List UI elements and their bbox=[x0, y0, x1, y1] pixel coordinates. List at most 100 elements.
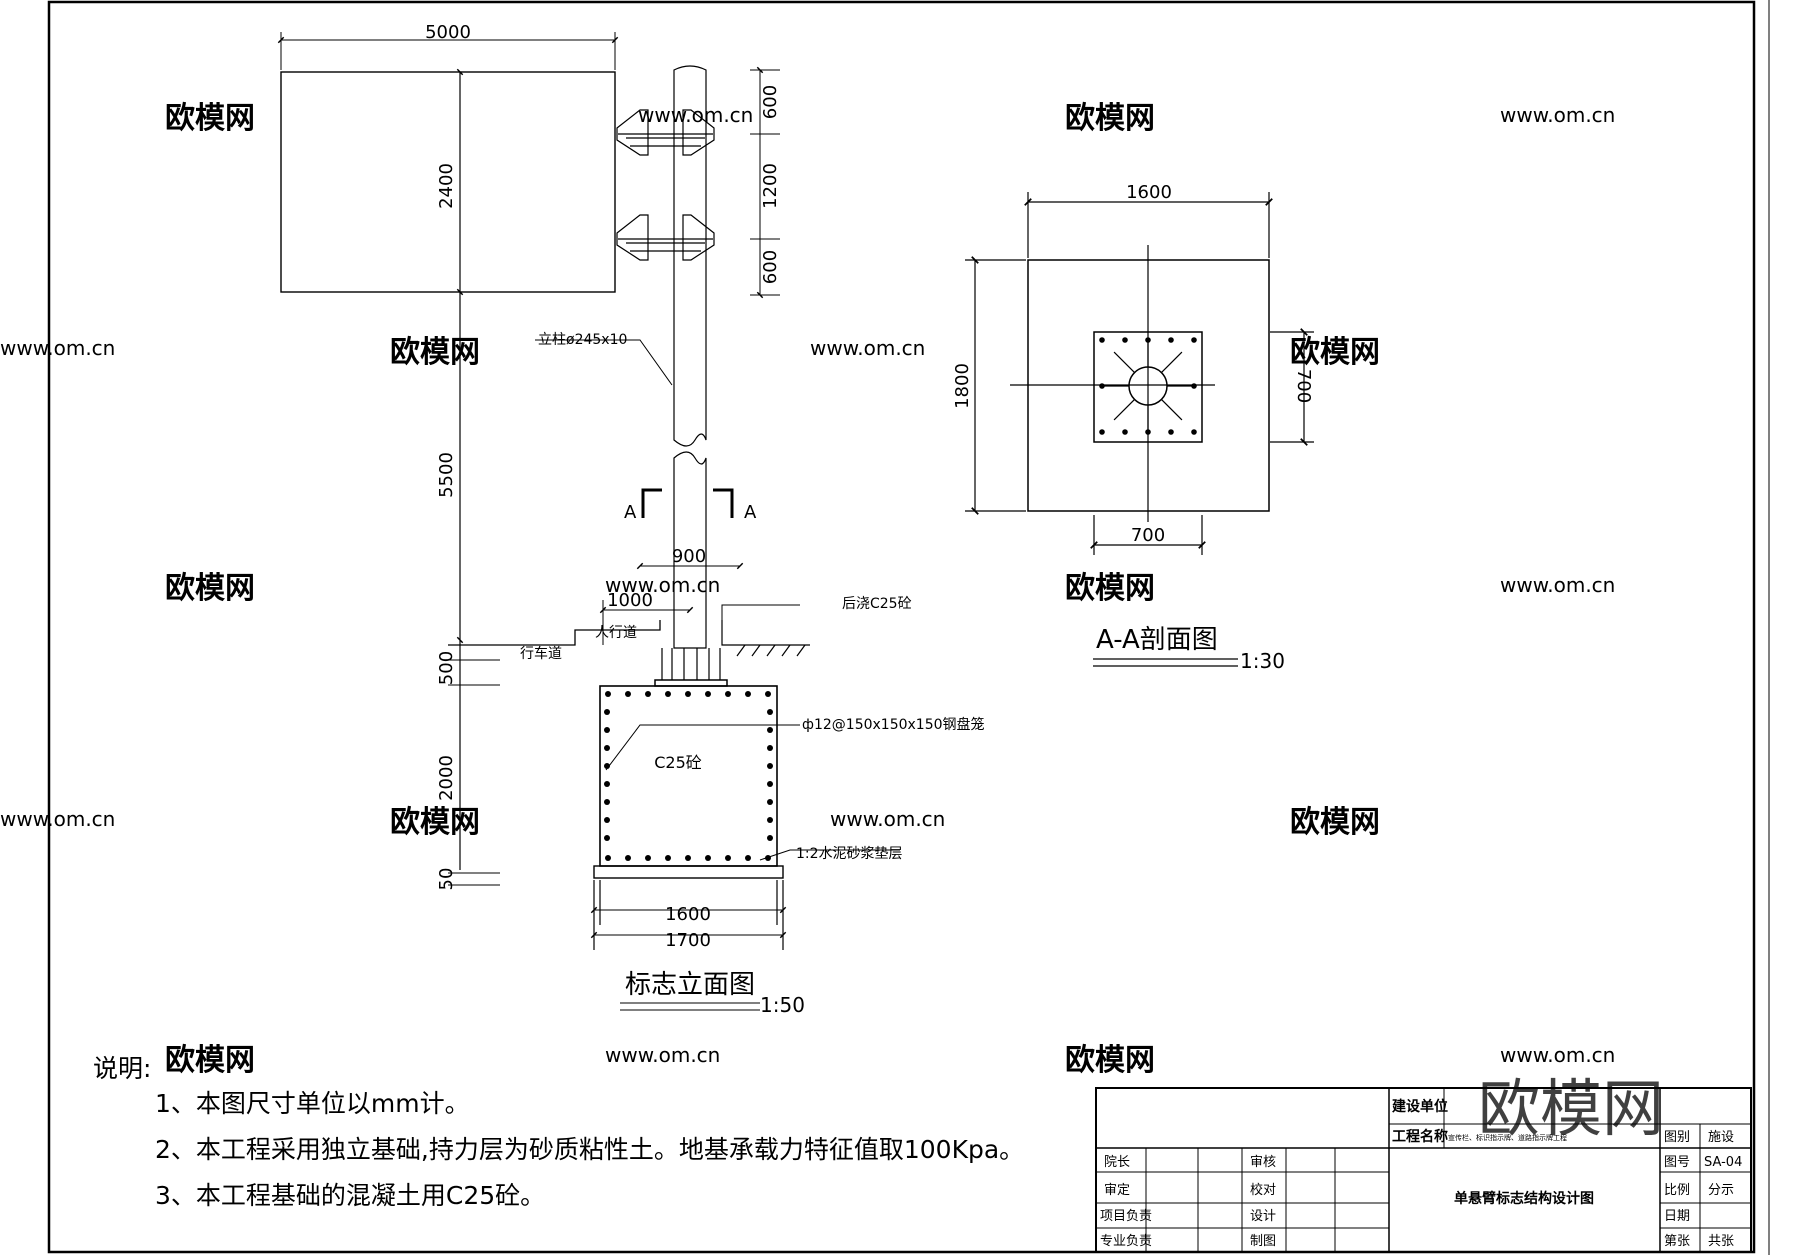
tb-project-label: 工程名称 bbox=[1392, 1128, 1448, 1145]
rebar-dot bbox=[604, 799, 610, 805]
wm-url: www.om.cn bbox=[1500, 573, 1615, 597]
tb-role-3a: 项目负责 bbox=[1100, 1209, 1152, 1224]
tb-role-1b: 审核 bbox=[1250, 1155, 1276, 1170]
anchor-bolt bbox=[1145, 429, 1151, 435]
section-scale: 1:30 bbox=[1240, 649, 1285, 673]
rebar-dot bbox=[604, 835, 610, 841]
tb-role-1a: 院长 bbox=[1104, 1155, 1130, 1170]
rebar-dot bbox=[645, 855, 651, 861]
ground-line-right bbox=[721, 620, 810, 646]
wm-url: www.om.cn bbox=[1500, 1043, 1615, 1067]
stiffener-rib bbox=[1161, 399, 1183, 421]
notes: 说明: 1、本图尺寸单位以mm计。 2、本工程采用独立基础,持力层为砂质粘性土。… bbox=[93, 1054, 1024, 1210]
wm-url: www.om.cn bbox=[638, 103, 753, 127]
section-stiffeners bbox=[1100, 338, 1196, 434]
dim-found-depth: 2000 bbox=[436, 755, 457, 801]
rebar-dot bbox=[705, 855, 711, 861]
rebar-dot bbox=[625, 855, 631, 861]
rebar-dot bbox=[665, 691, 671, 697]
label-roadway: 行车道 bbox=[520, 645, 562, 662]
hatch-5 bbox=[796, 644, 806, 657]
sheet-border bbox=[47, 0, 1756, 1254]
tb-total-label: 共张 bbox=[1708, 1234, 1734, 1249]
note-3: 3、本工程基础的混凝土用C25砼。 bbox=[155, 1181, 545, 1210]
tb-client-label: 建设单位 bbox=[1392, 1098, 1448, 1115]
tb-role-2a: 审定 bbox=[1104, 1183, 1130, 1198]
stiffener-rib bbox=[1113, 351, 1135, 373]
elevation-scale: 1:50 bbox=[760, 993, 805, 1017]
rebar-dot bbox=[767, 817, 773, 823]
anchor-bolt bbox=[1168, 429, 1174, 435]
tb-project-value: 宣传栏、标识指示牌、道路指示牌工程 bbox=[1448, 1133, 1567, 1142]
stiffener-rib bbox=[1113, 399, 1135, 421]
wm-brand: 欧模网 bbox=[1290, 805, 1380, 840]
rebar-dot bbox=[767, 709, 773, 715]
upper-bracket bbox=[616, 109, 715, 156]
rebar-dot bbox=[604, 781, 610, 787]
rebar-dots bbox=[604, 691, 773, 861]
label-column: 立柱ø245x10 bbox=[538, 332, 627, 348]
wm-brand: 欧模网 bbox=[165, 1043, 255, 1078]
elevation-dimensions bbox=[277, 32, 900, 1011]
watermarks: 欧模网 欧模网 欧模网 欧模网 欧模网 欧模网 欧模网 欧模网 欧模网 欧模网 … bbox=[0, 101, 1664, 1145]
rebar-dot bbox=[625, 691, 631, 697]
label-sidewalk: 人行道 bbox=[595, 625, 637, 641]
rebar-dot bbox=[604, 709, 610, 715]
tb-stage-value: 施设 bbox=[1708, 1130, 1734, 1145]
notes-heading: 说明: bbox=[93, 1054, 151, 1083]
rebar-dot bbox=[767, 745, 773, 751]
wm-logo-large: 欧模网 bbox=[1478, 1072, 1664, 1145]
rebar-dot bbox=[604, 745, 610, 751]
rebar-dot bbox=[605, 691, 611, 697]
rebar-dot bbox=[605, 855, 611, 861]
wm-brand: 欧模网 bbox=[1065, 1043, 1155, 1078]
anchor-bolt bbox=[1191, 429, 1197, 435]
elevation-text: 5000 2400 5500 500 2000 50 600 1200 600 … bbox=[425, 22, 984, 1017]
elevation-title: 标志立面图 bbox=[625, 970, 755, 1000]
tb-scale-label: 比例 bbox=[1664, 1183, 1690, 1198]
section-title: A-A剖面图 bbox=[1096, 625, 1218, 655]
anchor-bolt bbox=[1099, 429, 1105, 435]
wm-url: www.om.cn bbox=[0, 336, 115, 360]
wm-url: www.om.cn bbox=[810, 336, 925, 360]
wm-brand: 欧模网 bbox=[390, 335, 480, 370]
anchor-bolt bbox=[1122, 337, 1128, 343]
tb-date-label: 日期 bbox=[1664, 1209, 1690, 1224]
rebar-dot bbox=[767, 763, 773, 769]
dim-low-seg: 600 bbox=[760, 250, 781, 284]
dim-pave: 500 bbox=[436, 651, 457, 685]
section-view bbox=[965, 192, 1314, 667]
rebar-dot bbox=[645, 691, 651, 697]
wm-brand: 欧模网 bbox=[1065, 101, 1155, 136]
rebar-dot bbox=[725, 691, 731, 697]
tb-role-4b: 制图 bbox=[1250, 1234, 1276, 1249]
dim-bed: 50 bbox=[436, 868, 457, 891]
tb-role-3b: 设计 bbox=[1250, 1209, 1276, 1224]
dim-plate-width: 900 bbox=[672, 546, 706, 567]
rebar-dot bbox=[767, 727, 773, 733]
dim-sign-width: 5000 bbox=[425, 22, 471, 43]
wm-url: www.om.cn bbox=[1500, 103, 1615, 127]
wm-brand: 欧模网 bbox=[165, 571, 255, 606]
section-mark-left bbox=[641, 488, 662, 518]
dim-found-inner: 1600 bbox=[665, 904, 711, 925]
section-mark-a-left: A bbox=[624, 502, 637, 523]
dim-found-outer: 1700 bbox=[665, 930, 711, 951]
anchor-bolt bbox=[1145, 337, 1151, 343]
mortar-bed bbox=[593, 865, 784, 879]
sec-dim-outer-height: 1800 bbox=[952, 363, 973, 409]
foundation-block bbox=[599, 685, 778, 867]
anchor-bolt bbox=[1191, 337, 1197, 343]
tb-number-label: 图号 bbox=[1664, 1155, 1690, 1170]
rebar-dot bbox=[685, 855, 691, 861]
sec-dim-outer-width: 1600 bbox=[1126, 182, 1172, 203]
wm-url: www.om.cn bbox=[605, 1043, 720, 1067]
hatch-1 bbox=[736, 644, 746, 657]
label-concrete: C25砼 bbox=[654, 753, 702, 772]
anchor-bolt bbox=[1099, 337, 1105, 343]
hatch-4 bbox=[781, 644, 791, 657]
stiffener-rib bbox=[1161, 351, 1183, 373]
tb-number-value: SA-04 bbox=[1704, 1155, 1742, 1170]
hatch-2 bbox=[751, 644, 761, 657]
wm-url: www.om.cn bbox=[605, 573, 720, 597]
